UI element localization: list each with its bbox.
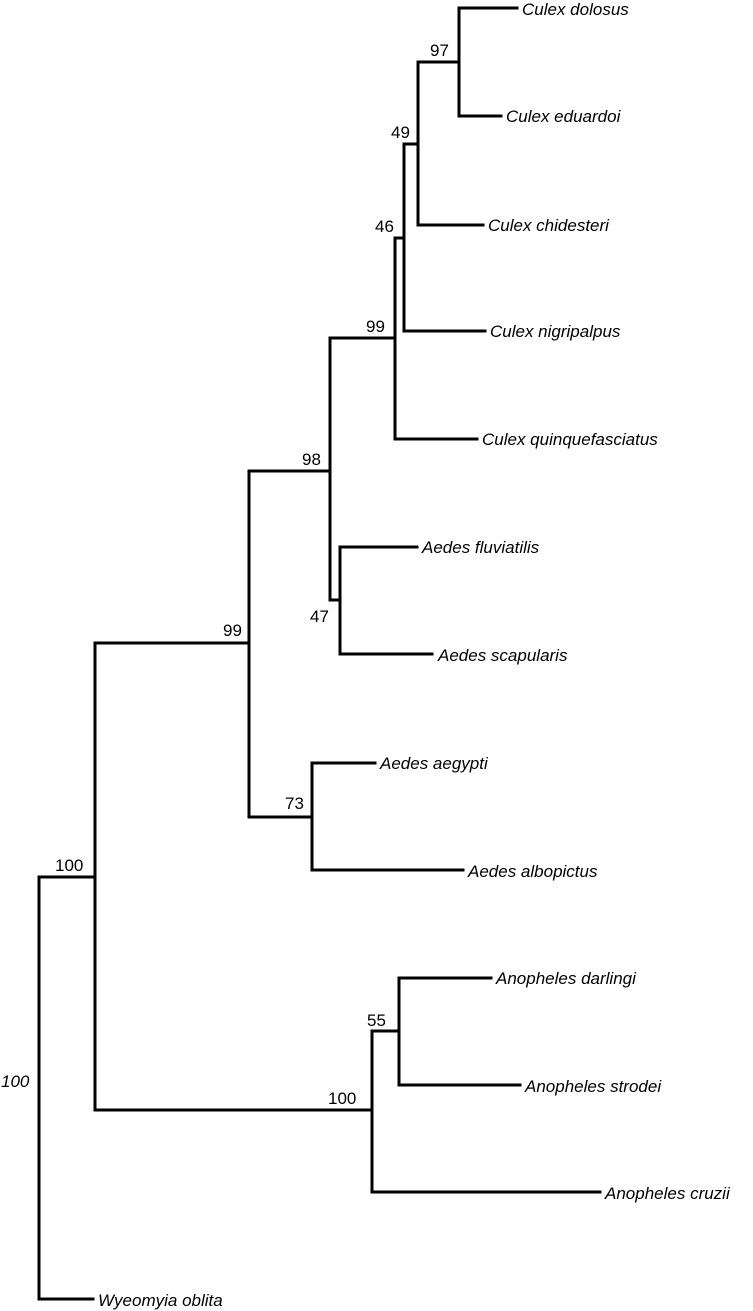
support-value: 46	[375, 217, 394, 236]
support-value: 55	[367, 1011, 386, 1030]
support-value: 100	[55, 856, 83, 875]
support-values: 97 49 46 99 98 47 99 73 100 55 100 100	[1, 41, 449, 1108]
support-value: 99	[223, 621, 242, 640]
taxon-label-wyeomyia-oblita: Wyeomyia oblita	[98, 1291, 223, 1310]
support-value: 49	[391, 123, 410, 142]
taxon-label-culex-dolosus: Culex dolosus	[522, 0, 629, 19]
support-value: 99	[366, 317, 385, 336]
support-value: 100	[1, 1072, 30, 1091]
support-value: 100	[328, 1089, 356, 1108]
support-value: 98	[302, 450, 321, 469]
taxon-label-culex-quinquefasciatus: Culex quinquefasciatus	[482, 430, 658, 449]
taxon-label-anopheles-strodei: Anopheles strodei	[524, 1077, 662, 1096]
taxon-label-culex-chidesteri: Culex chidesteri	[488, 216, 610, 235]
taxon-label-aedes-aegypti: Aedes aegypti	[379, 754, 489, 773]
taxon-label-anopheles-darlingi: Anopheles darlingi	[495, 969, 637, 988]
taxon-label-aedes-albopictus: Aedes albopictus	[467, 862, 598, 881]
support-value: 97	[430, 41, 449, 60]
tree-branches	[37, 6, 602, 1301]
taxon-labels: Culex dolosus Culex eduardoi Culex chide…	[98, 0, 731, 1310]
support-value: 73	[285, 794, 304, 813]
taxon-label-aedes-scapularis: Aedes scapularis	[437, 646, 568, 665]
support-value: 47	[310, 607, 329, 626]
taxon-label-culex-eduardoi: Culex eduardoi	[506, 107, 622, 126]
taxon-label-aedes-fluviatilis: Aedes fluviatilis	[421, 538, 540, 557]
taxon-label-culex-nigripalpus: Culex nigripalpus	[490, 322, 621, 341]
taxon-label-anopheles-cruzii: Anopheles cruzii	[604, 1184, 731, 1203]
